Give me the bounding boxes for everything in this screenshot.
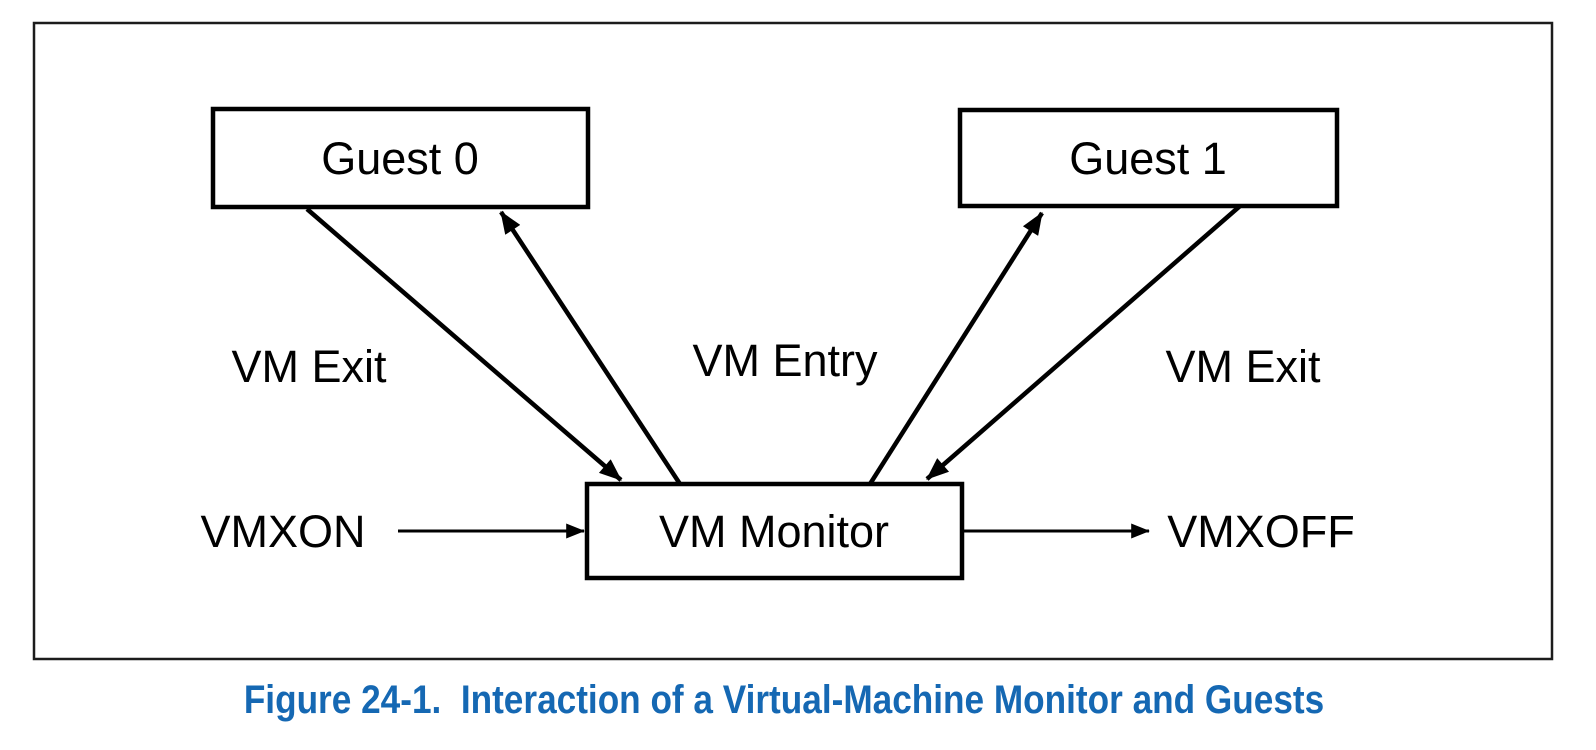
vm-exit-arrow-guest0	[305, 207, 623, 482]
vm-entry-arrow-guest1	[868, 211, 1044, 486]
vm-exit-right-label: VM Exit	[1165, 341, 1321, 392]
guest1-box	[957, 107, 1340, 209]
guest1-label: Guest 1	[1069, 133, 1227, 184]
vm-entry-arrow-guest0	[499, 210, 682, 486]
vm-exit-left-label: VM Exit	[231, 341, 387, 392]
vm-entry-label: VM Entry	[692, 335, 878, 386]
vmxon-label: VMXON	[200, 506, 365, 557]
figure-border	[32, 21, 1554, 661]
figure-caption: Figure 24-1. Interaction of a Virtual-Ma…	[244, 677, 1324, 722]
guest0-box	[210, 106, 591, 210]
guest0-label: Guest 0	[321, 133, 479, 184]
vm-exit-arrow-guest1	[925, 204, 1242, 481]
vm-monitor-box	[584, 481, 965, 581]
vm-monitor-label: VM Monitor	[659, 506, 889, 557]
vmxoff-label: VMXOFF	[1167, 506, 1355, 557]
